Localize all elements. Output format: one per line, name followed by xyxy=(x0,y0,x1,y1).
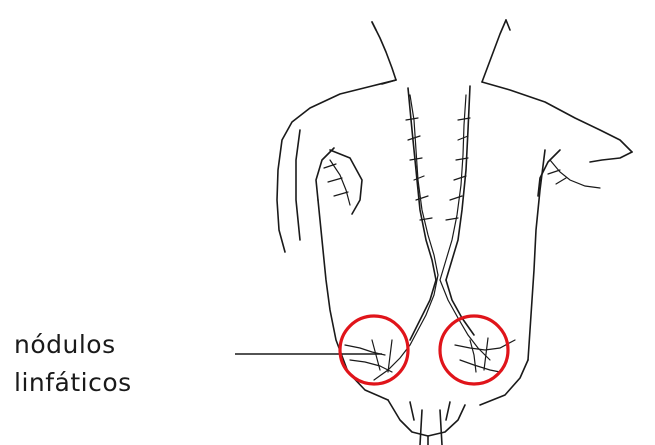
lymph-nodes-label-line-2: linfáticos xyxy=(14,368,132,397)
lymphatic-vessels xyxy=(324,95,600,380)
body-outline xyxy=(277,20,632,445)
lymph-node-circle-left xyxy=(340,316,408,384)
lymph-node-circle-right xyxy=(440,316,508,384)
lymph-nodes-label-line-1: nódulos xyxy=(14,330,116,359)
